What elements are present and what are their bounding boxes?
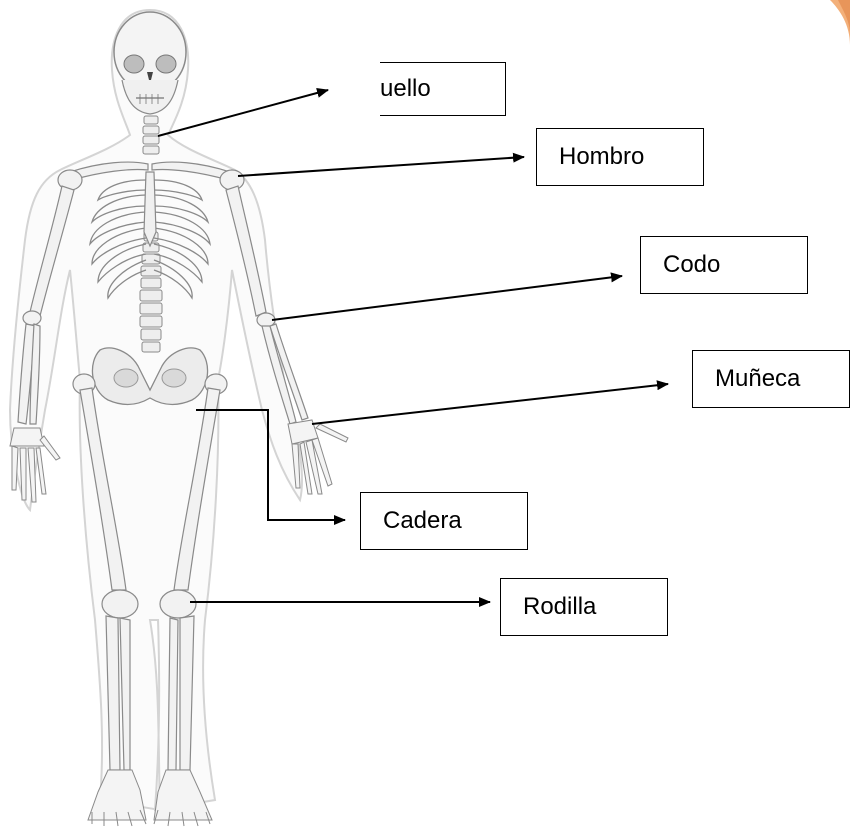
label-hombro: Hombro bbox=[536, 128, 704, 186]
label-cadera-text: Cadera bbox=[383, 507, 462, 535]
label-muneca: Muñeca bbox=[692, 350, 850, 408]
label-cadera: Cadera bbox=[360, 492, 528, 550]
corner-decoration-icon bbox=[810, 0, 850, 60]
arrow-hombro bbox=[238, 157, 524, 176]
arrow-codo bbox=[272, 276, 622, 320]
label-cuello-text: uello bbox=[380, 75, 431, 103]
label-rodilla: Rodilla bbox=[500, 578, 668, 636]
label-muneca-text: Muñeca bbox=[715, 365, 800, 393]
label-hombro-text: Hombro bbox=[559, 143, 644, 171]
label-codo-text: Codo bbox=[663, 251, 720, 279]
label-codo: Codo bbox=[640, 236, 808, 294]
label-rodilla-text: Rodilla bbox=[523, 593, 596, 621]
arrow-muneca bbox=[312, 384, 668, 424]
label-cuello: uello bbox=[380, 62, 506, 116]
sternum bbox=[144, 172, 156, 246]
